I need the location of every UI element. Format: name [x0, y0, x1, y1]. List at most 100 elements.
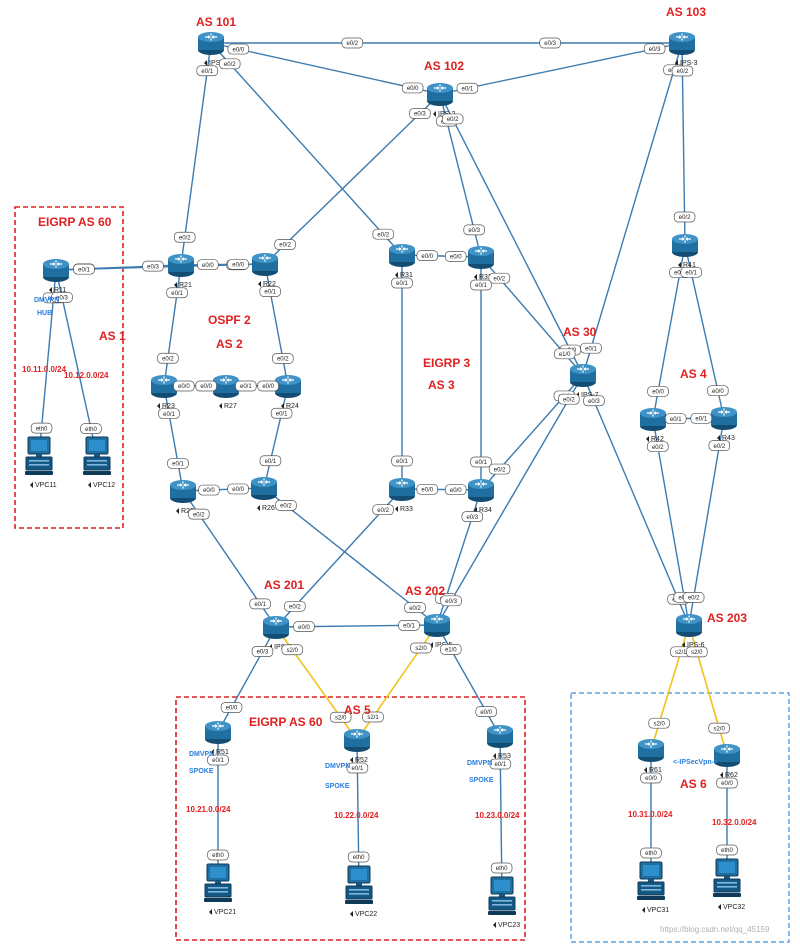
nodes-layer: IPS-1IPS-2IPS-3R11R21R22R31R32R41R23R27R…: [24, 31, 745, 929]
caret-icon: [281, 403, 284, 409]
router-label: IPS-3: [680, 60, 698, 67]
router-label: R32: [479, 274, 492, 281]
if-label-r24-16: e0/2: [272, 353, 294, 364]
if-label-r43-23: e0/1: [690, 412, 713, 424]
svg-text:e0/0: e0/0: [645, 776, 657, 782]
svg-text:e0/1: e0/1: [276, 411, 288, 417]
pc-label: VPC22: [355, 911, 377, 918]
if-label-ips7-29: e0/3: [583, 395, 605, 407]
if-label-r43-31: e0/2: [708, 440, 731, 451]
router-ips2[interactable]: IPS-2: [426, 82, 456, 118]
caret-icon: [88, 482, 91, 488]
if-label-r24-18: e0/0: [257, 380, 279, 392]
if-label-r25-32: e0/2: [188, 508, 210, 520]
svg-text:e0/1: e0/1: [475, 460, 487, 466]
serial-link-ips6-r61: [650, 624, 690, 751]
label-as5: AS 5: [344, 703, 371, 717]
router-r61[interactable]: R61: [637, 738, 665, 774]
pc-vpc12[interactable]: VPC12: [82, 436, 115, 489]
router-icon: [710, 406, 738, 431]
router-r32[interactable]: R32: [467, 245, 495, 281]
svg-text:e0/2: e0/2: [679, 215, 691, 221]
svg-text:e0/3: e0/3: [544, 41, 556, 47]
svg-text:e0/1: e0/1: [403, 624, 415, 630]
router-ips1[interactable]: IPS-1: [197, 31, 227, 67]
if-label-r33-34: e0/2: [372, 504, 394, 516]
if-label-r62-S3: s2/0: [708, 722, 730, 734]
pc-vpc31[interactable]: VPC31: [636, 861, 669, 914]
router-icon: [668, 31, 696, 56]
router-label: R34: [479, 507, 492, 514]
caret-icon: [678, 262, 681, 268]
router-icon: [423, 613, 451, 638]
link-r43-ips6: [688, 417, 725, 626]
svg-text:e0/2: e0/2: [563, 397, 575, 403]
router-icon: [675, 613, 703, 638]
svg-text:e0/0: e0/0: [721, 781, 733, 787]
pc-vpc23[interactable]: VPC23: [487, 876, 520, 929]
router-r21[interactable]: R21: [167, 253, 195, 289]
router-ips3[interactable]: IPS-3: [668, 31, 698, 67]
svg-text:e0/1: e0/1: [585, 346, 597, 352]
caret-icon: [49, 287, 52, 293]
pc-vpc22[interactable]: VPC22: [344, 865, 377, 918]
router-r62[interactable]: R62: [713, 743, 741, 779]
router-r24[interactable]: R24: [274, 374, 302, 410]
router-r51[interactable]: R51: [204, 720, 232, 756]
router-r53[interactable]: R53: [486, 724, 514, 760]
router-r11[interactable]: R11: [42, 258, 70, 294]
router-r23[interactable]: R23: [150, 374, 178, 410]
svg-text:e1/0: e1/0: [445, 648, 457, 654]
if-label-r61-S2: s2/0: [648, 717, 670, 729]
if-label-r53-42: e0/1: [489, 758, 512, 770]
router-r42[interactable]: R42: [639, 407, 667, 443]
link-ips7-ips5: [436, 374, 584, 626]
pc-vpc11[interactable]: VPC11: [24, 436, 57, 489]
router-label: R43: [722, 435, 735, 442]
router-r33[interactable]: R33: [388, 477, 416, 513]
svg-text:e0/2: e0/2: [193, 512, 205, 518]
link-r33-r34: [401, 488, 482, 491]
router-r41[interactable]: R41: [671, 233, 699, 269]
svg-text:e0/2: e0/2: [677, 69, 689, 75]
computer-icon: [203, 863, 233, 903]
link-r42-ips6: [652, 418, 690, 626]
if-label-r22-16: e0/1: [259, 286, 281, 297]
tag-ipsec-vpn: <-IPSecVpn->: [673, 759, 718, 766]
pc-vpc32[interactable]: VPC32: [712, 858, 745, 911]
svg-text:e0/1: e0/1: [695, 417, 707, 423]
router-r52[interactable]: R52: [343, 728, 371, 764]
router-r34[interactable]: R34: [467, 478, 495, 514]
if-label-r25-24: e0/1: [167, 458, 189, 469]
if-label-r26-25: e0/1: [259, 455, 282, 467]
computer-icon: [344, 865, 374, 905]
svg-text:s2/0: s2/0: [713, 726, 725, 732]
if-label-mid-0: e0/2: [341, 37, 364, 49]
if-label-r33-27: e0/0: [416, 483, 439, 495]
router-label: R53: [498, 753, 511, 760]
svg-text:e0/2: e0/2: [224, 62, 236, 68]
svg-text:e0/1: e0/1: [171, 291, 183, 297]
caret-icon: [493, 922, 496, 928]
net-label-10-22: 10.22.0.0/24: [334, 811, 379, 820]
router-r27[interactable]: R27: [212, 374, 240, 410]
router-label: R23: [162, 403, 175, 410]
router-r25[interactable]: R25: [169, 479, 197, 515]
pc-vpc21[interactable]: VPC21: [203, 863, 236, 916]
router-ips6[interactable]: IPS-6: [675, 613, 705, 649]
net-label-10-12: 10.12.0.0/24: [64, 371, 109, 380]
if-label-r25-26: e0/0: [198, 484, 220, 496]
svg-text:e0/2: e0/2: [494, 467, 506, 473]
caret-icon: [30, 482, 33, 488]
svg-text:e0/2: e0/2: [409, 606, 421, 612]
router-icon: [388, 477, 416, 502]
tag-r52-spoke: SPOKE: [325, 783, 350, 790]
svg-text:e0/0: e0/0: [712, 389, 724, 395]
router-r43[interactable]: R43: [710, 406, 738, 442]
router-r26[interactable]: R26: [250, 476, 278, 512]
router-r22[interactable]: R22: [251, 252, 279, 288]
router-r31[interactable]: R31: [388, 243, 416, 279]
interface-labels-layer: e0/2 e0/3 e0/0 e0/0 e0/1 e0/3 e0/1 e0/2 e0/2 e0/2…: [30, 37, 738, 874]
router-label: R31: [400, 272, 413, 279]
if-label-ips4-38: e0/3: [251, 646, 274, 657]
